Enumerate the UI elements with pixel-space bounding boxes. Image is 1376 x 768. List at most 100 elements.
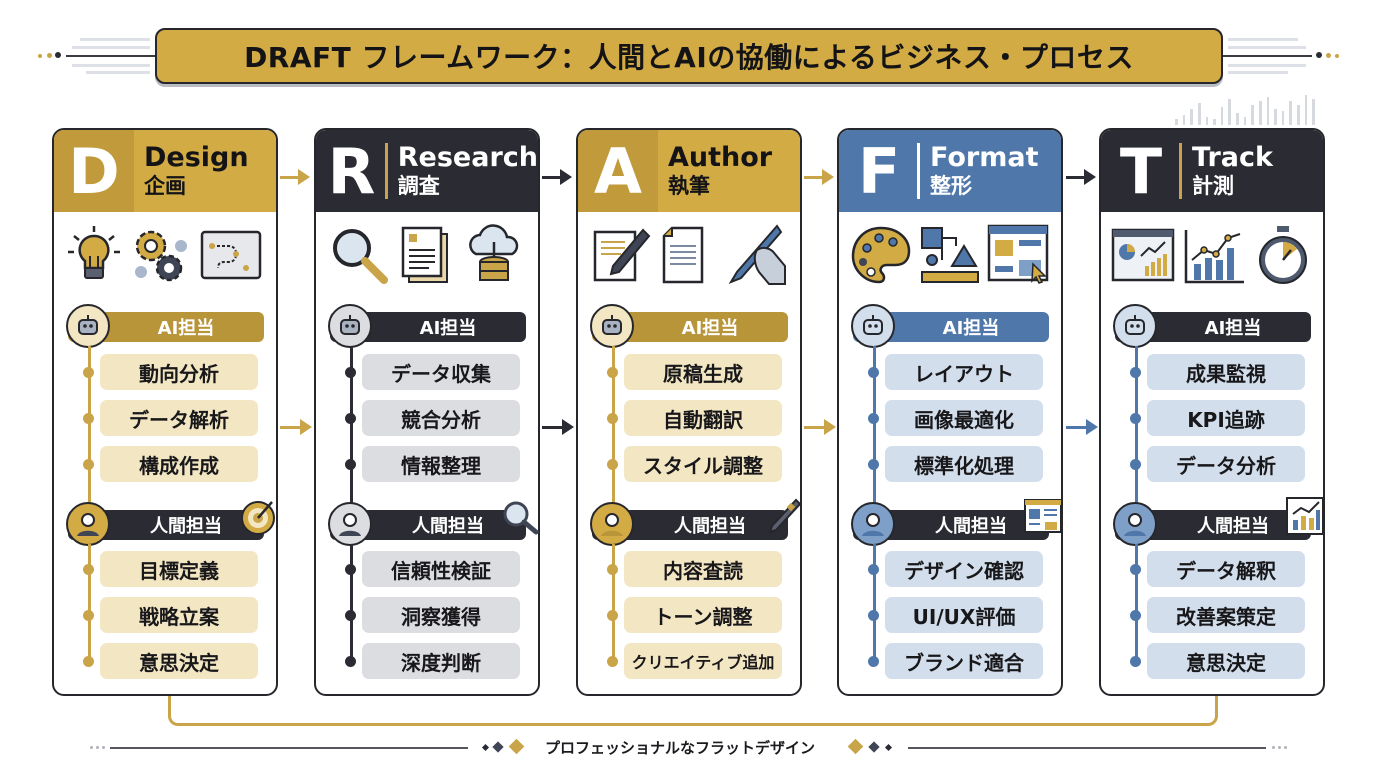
documents-icon [401,226,448,283]
equalizer-decoration [1175,95,1315,125]
stage-card-track: T Track 計測 AI担当 成果監視 KPI追跡 データ分析 人間担当 [1099,128,1337,708]
ai-role-label: AI担当 [1204,318,1262,339]
timeline-dot [1130,610,1141,621]
card-header: R Research 調査 [316,130,538,212]
arrow-right-icon [804,419,836,435]
arrow-right-icon [280,169,310,185]
human-task: 内容査読 [624,551,782,587]
timeline-dot [1130,656,1141,667]
card-header: T Track 計測 [1101,130,1323,212]
ai-task: データ解析 [100,400,258,436]
timeline-dot [83,656,94,667]
human-task: 意思決定 [1147,643,1305,679]
human-task: 洞察獲得 [362,597,520,633]
ai-task: 画像最適化 [885,400,1043,436]
dashboard-icon [1112,228,1175,282]
icon-row [839,212,1061,298]
document-pen-icon [593,228,651,282]
timeline-dot [83,367,94,378]
human-role-header: 人間担当 [590,498,802,546]
icon-row [54,212,276,298]
deco-dot [90,746,93,749]
stage-name-en: Author [668,142,773,173]
stage-card-design: D Design 企画 AI担当 動向分析 データ解析 構成作成 人間担当 [52,128,290,708]
stage-name-en: Design [144,142,249,173]
deco-bar [1228,38,1298,41]
arrow-right-icon [1066,169,1096,185]
stage-card-research: R Research 調査 AI担当 データ収集 競合分析 情報整理 人間担当 [314,128,552,708]
robot-avatar-icon [851,304,895,348]
stage-name-ja: 企画 [144,174,186,198]
ai-task: 成果監視 [1147,354,1305,390]
robot-avatar-icon [328,304,372,348]
cloud-database-icon [468,224,518,281]
human-role-label: 人間担当 [1197,516,1269,537]
icon-row [578,212,800,298]
timeline-dot [83,413,94,424]
divider [917,143,920,199]
timeline-dot [83,459,94,470]
human-role-header: 人間担当 [1113,497,1324,546]
timeline-dot [607,459,618,470]
timeline-line [612,544,615,658]
timeline-line [1135,346,1138,506]
stage-card-format: F Format 整形 AI担当 レイアウト 画像最適化 標準化処理 人間担当 [837,128,1075,708]
timeline-line [350,346,353,506]
human-task: 信頼性検証 [362,551,520,587]
ai-task: データ収集 [362,354,520,390]
diamond-icon [481,743,490,752]
deco-bar [1228,64,1306,67]
ai-role-header: AI担当 [1113,304,1311,348]
timeline-dot [868,413,879,424]
ai-task: スタイル調整 [624,446,782,482]
robot-avatar-icon [1113,304,1157,348]
human-task: 目標定義 [100,551,258,587]
person-avatar-icon [851,502,895,546]
timeline-line [873,346,876,506]
footer-line [908,747,1266,749]
ai-task: レイアウト [885,354,1043,390]
chart-icon [1286,497,1324,535]
ai-task: 情報整理 [362,446,520,482]
diamond-icon [847,738,864,755]
human-task: 意思決定 [100,643,258,679]
card-header: D Design 企画 [54,130,276,212]
magnifier-icon [503,501,539,535]
deco-dot [1335,54,1339,58]
timeline-dot [607,367,618,378]
stage-name-en: Format [930,142,1039,173]
ai-task: 競合分析 [362,400,520,436]
stage-name-en: Research [397,142,538,173]
deco-bar [86,71,150,74]
person-avatar-icon [1113,502,1157,546]
footer: プロフェッショナルなフラットデザイン [0,736,1376,760]
ai-role-header: AI担当 [66,304,264,348]
deco-dot [1278,746,1281,749]
person-avatar-icon [328,502,372,546]
diamond-icon [508,738,525,755]
timeline-dot [83,610,94,621]
timeline-dot [607,564,618,575]
timeline-dot [1130,413,1141,424]
stage-letter: D [54,130,134,212]
stage-letter: A [578,130,658,212]
ai-role-header: AI担当 [590,304,788,348]
human-task: デザイン確認 [885,551,1043,587]
timeline-dot [345,367,356,378]
ai-role-label: AI担当 [157,318,215,339]
human-task: トーン調整 [624,597,782,633]
roadmap-icon [201,230,262,280]
timeline-dot [607,413,618,424]
ai-task: KPI追跡 [1147,400,1305,436]
human-role-label: 人間担当 [412,516,484,537]
timeline-dot [868,367,879,378]
timeline-dot [607,656,618,667]
arrow-right-icon [804,169,834,185]
divider [385,143,388,199]
deco-dot [1316,52,1322,58]
diamond-icon [884,743,893,752]
ai-role-header: AI担当 [328,304,526,348]
robot-avatar-icon [66,304,110,348]
ai-task: 原稿生成 [624,354,782,390]
